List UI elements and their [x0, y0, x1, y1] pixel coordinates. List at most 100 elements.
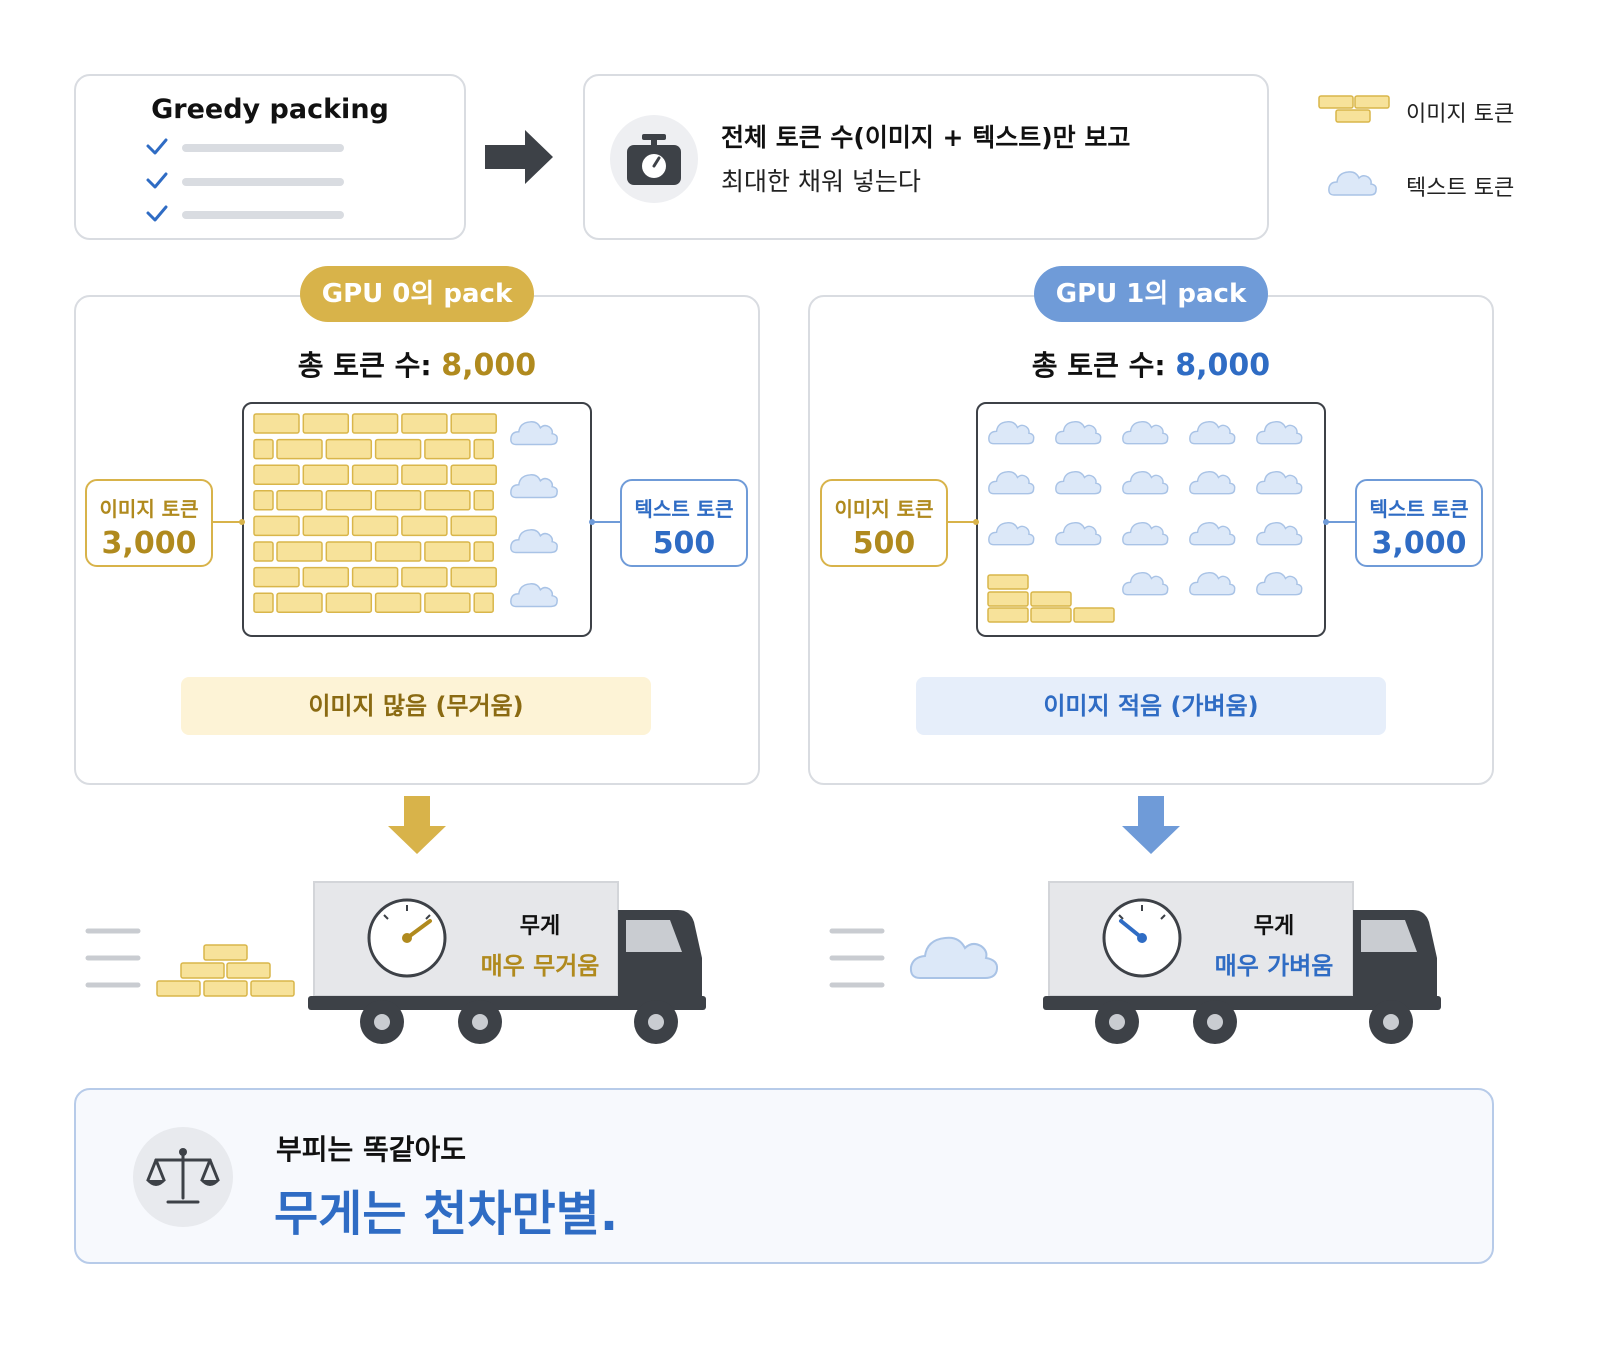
cloud-icon [1055, 420, 1102, 445]
brick-icon [401, 413, 448, 434]
brick-icon [302, 413, 350, 434]
brick-icon [374, 490, 422, 511]
balance-scale-icon [133, 1127, 233, 1227]
gpu1-total-label: 총 토큰 수: [1031, 349, 1166, 382]
brick-icon [325, 438, 373, 460]
rule-line2: 최대한 채워 넣는다 [721, 167, 921, 196]
brick-icon [987, 574, 1029, 590]
conclusion-line1: 부피는 똑같아도 [276, 1133, 467, 1166]
truck1-weight-label: 무게 [1253, 914, 1295, 939]
speed-lines [85, 928, 141, 988]
brick-icon [450, 566, 497, 588]
brick-icon [302, 464, 350, 485]
cloud-icon [988, 470, 1035, 495]
brick-icon [450, 464, 497, 485]
cloud-icon [1189, 470, 1236, 495]
cloud-icon [909, 936, 999, 979]
cloud-icon [1256, 571, 1303, 596]
cloud-icon [510, 474, 558, 499]
brick-icon [253, 541, 274, 562]
brick-icon [374, 541, 422, 562]
gpu1-image-tag-value: 500 [852, 526, 916, 561]
cloud-icon [510, 421, 558, 446]
scale-icon [610, 115, 698, 203]
brick-icon [424, 541, 471, 562]
gpu0-total-value: 8,000 [441, 348, 537, 383]
brick-icon [253, 413, 300, 434]
gpu0-pill: GPU 0의 pack [300, 266, 534, 322]
arrow-down-icon [388, 796, 446, 854]
truck0-weight-label: 무게 [519, 914, 561, 939]
brick-icon [473, 592, 494, 613]
arrow-right-icon [485, 130, 553, 184]
brick-icon [450, 515, 497, 537]
legend-image-label: 이미지 토큰 [1406, 102, 1515, 127]
brick-icon [351, 413, 399, 434]
gpu0-text-tag-label: 텍스트 토큰 [634, 497, 734, 521]
brick-icon [253, 566, 300, 588]
rule-line1: 전체 토큰 수(이미지 + 텍스트)만 보고 [721, 123, 1131, 152]
brick-icon [276, 438, 323, 460]
cloud-icon [1122, 571, 1169, 596]
cloud-icon [988, 420, 1035, 445]
brick-icon [1030, 591, 1072, 607]
brick-icon [424, 490, 471, 511]
gpu1-total: 총 토큰 수: 8,000 [808, 344, 1494, 384]
truck-icon [1043, 881, 1441, 1044]
brick-icon [473, 541, 494, 562]
brick-icon [253, 438, 274, 460]
cloud-icon [1189, 521, 1236, 546]
brick-icon [325, 541, 373, 562]
brick-icon [987, 607, 1029, 623]
brick-icon [473, 490, 494, 511]
gpu0-image-tag-value: 3,000 [101, 526, 197, 561]
brick-icon [987, 591, 1029, 607]
gpu0-image-tag-label: 이미지 토큰 [99, 497, 199, 521]
gpu1-total-value: 8,000 [1175, 348, 1271, 383]
brick-icon [253, 490, 274, 511]
legend-text-label: 텍스트 토큰 [1406, 176, 1515, 201]
brick-icon [450, 413, 497, 434]
check-icon [146, 138, 168, 222]
gauge-icon [367, 898, 447, 978]
cloud-icon [1256, 521, 1303, 546]
cloud-icon [1055, 470, 1102, 495]
brick-icon [302, 566, 350, 588]
brick-icon [401, 464, 448, 485]
brick-icon [374, 438, 422, 460]
cloud-icon [1055, 521, 1102, 546]
gpu1-verdict: 이미지 적음 (가벼움) [916, 677, 1386, 735]
brick-icon [276, 541, 323, 562]
brick-icon [401, 515, 448, 537]
brick-icon [401, 566, 448, 588]
brick-icon [351, 515, 399, 537]
gpu0-total-label: 총 토큰 수: [297, 349, 432, 382]
brick-icon [276, 592, 323, 613]
gpu1-pill: GPU 1의 pack [1034, 266, 1268, 322]
cloud-icon [1328, 171, 1377, 196]
brick-icon [253, 515, 300, 537]
brick-icon [325, 490, 373, 511]
brick-icon [276, 490, 323, 511]
cloud-icon [510, 583, 558, 608]
brick-pile [156, 944, 295, 997]
checklist [146, 138, 344, 222]
truck0-weight-value: 매우 무거움 [480, 952, 600, 980]
gpu1-image-tag: 이미지 토큰 500 [820, 479, 948, 567]
brick-icon [253, 464, 300, 485]
greedy-title: Greedy packing [151, 94, 389, 125]
gpu0-total: 총 토큰 수: 8,000 [74, 344, 760, 384]
gpu1-text-tag-value: 3,000 [1371, 526, 1467, 561]
cloud-icon [1122, 521, 1169, 546]
cloud-icon [1256, 470, 1303, 495]
rule-card: 전체 토큰 수(이미지 + 텍스트)만 보고 최대한 채워 넣는다 [583, 74, 1269, 240]
brick-icon [424, 592, 471, 613]
truck1-weight-value: 매우 가벼움 [1214, 952, 1334, 980]
gpu0-text-tag-value: 500 [652, 526, 716, 561]
gpu1-image-tag-label: 이미지 토큰 [834, 497, 934, 521]
greedy-packing-card: Greedy packing [74, 74, 466, 240]
cloud-icon [1189, 571, 1236, 596]
